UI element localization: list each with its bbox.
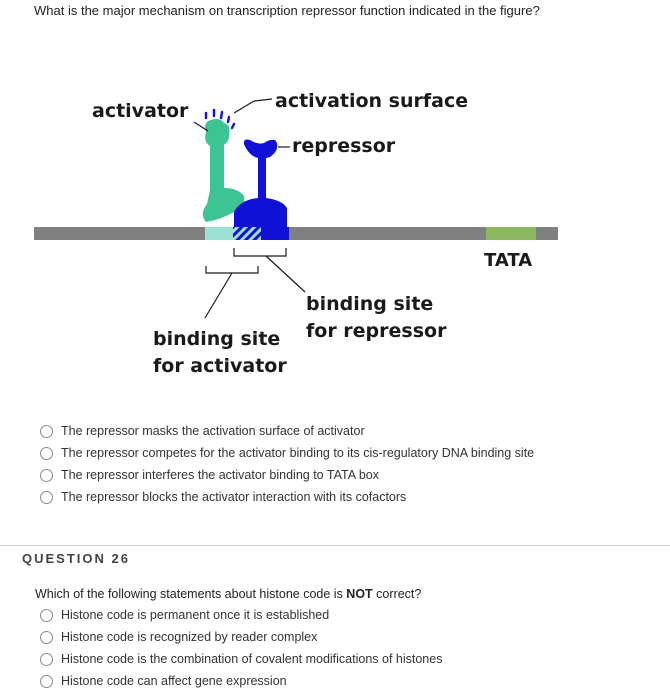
question-26-options: Histone code is permanent once it is est… [40,604,442,692]
activator-binding-site [205,227,233,240]
answer-option[interactable]: Histone code is permanent once it is est… [40,604,442,626]
repressor-label: repressor [292,135,396,157]
answer-option[interactable]: The repressor blocks the activator inter… [40,486,534,508]
activator-protein [202,119,245,222]
answer-option-label: The repressor competes for the activator… [61,446,535,460]
binding-site-repressor-label-line1: binding site [306,293,433,315]
answer-option[interactable]: The repressor interferes the activator b… [40,464,534,486]
answer-option-label: Histone code is permanent once it is est… [61,608,330,622]
activator-label: activator [92,100,189,122]
answer-option-label: Histone code is the combination of coval… [61,652,443,666]
answer-option[interactable]: The repressor masks the activation surfa… [40,420,534,442]
answer-option-label: The repressor interferes the activator b… [61,468,379,482]
question-25-prompt: What is the major mechanism on transcrip… [34,3,540,18]
overlap-binding-site [233,227,261,240]
binding-site-activator-label-line2: for activator [153,355,287,377]
answer-option-label: Histone code is recognized by reader com… [61,630,318,644]
prompt-text: Which of the following statements about … [35,587,347,601]
prompt-emphasis: NOT [346,587,373,601]
repressor-mechanism-figure: activator activation surface repressor T… [34,90,558,377]
radio-button[interactable] [40,674,53,688]
activation-surface-marks [204,108,236,130]
section-divider [0,545,670,546]
radio-button[interactable] [40,424,53,438]
answer-option[interactable]: The repressor competes for the activator… [40,442,534,464]
radio-button[interactable] [40,608,53,622]
tata-label: TATA [484,250,532,271]
question-25-options: The repressor masks the activation surfa… [40,420,534,508]
binding-site-repressor-label-line2: for repressor [306,320,447,342]
answer-option[interactable]: Histone code can affect gene expression [40,670,442,692]
radio-button[interactable] [40,468,53,482]
radio-button[interactable] [40,630,53,644]
repressor-binding-site [261,227,289,240]
question-26-header: QUESTION 26 [22,551,130,566]
radio-button[interactable] [40,446,53,460]
answer-option-label: The repressor masks the activation surfa… [61,424,365,438]
answer-option-label: The repressor blocks the activator inter… [61,490,407,504]
dna-strand [34,227,558,240]
answer-option[interactable]: Histone code is the combination of coval… [40,648,442,670]
radio-button[interactable] [40,652,53,666]
activation-surface-label: activation surface [275,90,468,112]
answer-option-label: Histone code can affect gene expression [61,674,287,688]
question-26-prompt: Which of the following statements about … [35,587,421,601]
radio-button[interactable] [40,490,53,504]
binding-site-activator-label-line1: binding site [153,328,280,350]
tata-box [486,227,536,240]
repressor-protein [234,139,287,227]
prompt-text-end: correct? [372,587,422,601]
answer-option[interactable]: Histone code is recognized by reader com… [40,626,442,648]
